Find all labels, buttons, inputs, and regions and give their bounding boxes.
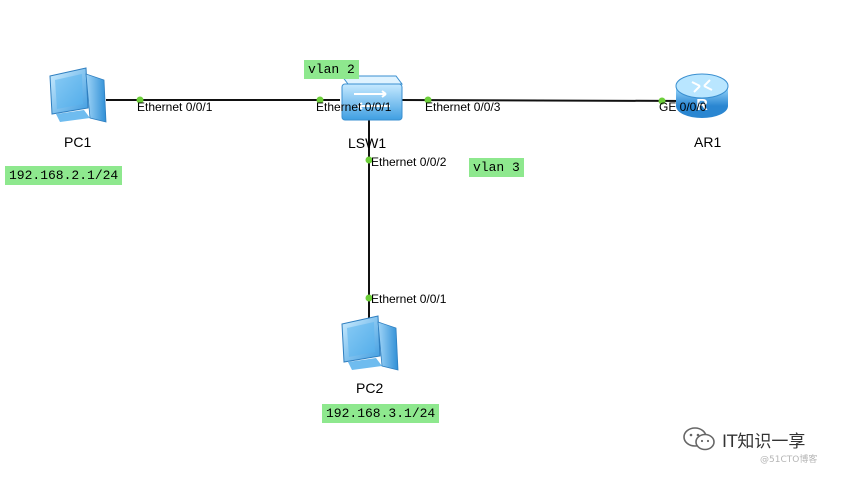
port-dot-pc2 xyxy=(365,294,373,302)
vlan3-tag: vlan 3 xyxy=(469,158,524,177)
pc2-port-label: Ethernet 0/0/1 xyxy=(371,292,447,306)
pc1-port-label: Ethernet 0/0/1 xyxy=(137,100,213,114)
pc1-ip-tag: 192.168.2.1/24 xyxy=(5,166,123,185)
ar-port-ge000-label: GE 0/0/0 xyxy=(659,100,707,114)
router-label: AR1 xyxy=(694,134,722,150)
watermark-sub: @51CTO博客 xyxy=(760,455,818,465)
port-dot-pc1 xyxy=(136,96,144,104)
pc1-icon[interactable] xyxy=(49,67,107,123)
lsw-port-e003-label: Ethernet 0/0/3 xyxy=(425,100,501,114)
port-dot-lsw-e002 xyxy=(365,156,373,164)
port-dot-lsw-e003 xyxy=(424,96,432,104)
watermark: IT知识一享 xyxy=(682,426,805,452)
lsw-port-e002-label: Ethernet 0/0/2 xyxy=(371,155,447,169)
port-dot-ar-ge xyxy=(658,97,666,105)
svg-text:R: R xyxy=(696,97,708,114)
router-icon[interactable]: R xyxy=(675,73,729,118)
watermark-text: IT知识一享 xyxy=(722,431,806,452)
switch-label: LSW1 xyxy=(348,135,387,151)
lsw-port-e001-label: Ethernet 0/0/1 xyxy=(316,100,392,114)
link-lsw1-ar1 xyxy=(399,99,691,102)
pc2-label: PC2 xyxy=(356,380,384,396)
port-dot-lsw-e001 xyxy=(316,96,324,104)
pc2-ip-tag: 192.168.3.1/24 xyxy=(322,404,440,423)
pc1-label: PC1 xyxy=(64,134,92,150)
pc2-icon[interactable] xyxy=(341,315,399,371)
wechat-icon xyxy=(683,427,715,451)
vlan2-tag: vlan 2 xyxy=(304,60,359,79)
